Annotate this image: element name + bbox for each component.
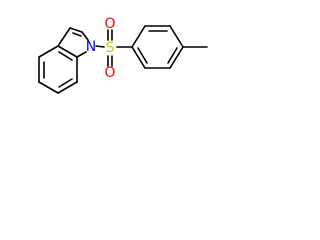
bond-c3-c2: [69, 27, 83, 33]
atom-nitrogen: N: [86, 39, 96, 55]
bond-t1-t2: [131, 25, 146, 48]
bond-t4-t5: [169, 46, 184, 69]
tolyl-ring: [131, 25, 184, 69]
bond-c2-n1: [81, 31, 89, 41]
double-bond-t6-t1: [137, 47, 148, 64]
benzene-ring-indole: [38, 45, 78, 94]
atom-sulfur: S: [106, 40, 115, 56]
bond-n1-s: [95, 45, 105, 48]
structure-canvas: N S O O: [0, 0, 235, 128]
double-bond-t4-t5: [167, 47, 178, 64]
bond-c3a-c4: [38, 45, 59, 58]
atom-oxygen-top: O: [104, 16, 115, 32]
double-bond-c3-c2: [72, 32, 82, 37]
bond-n1-c7a: [76, 51, 87, 58]
bond-c3a-c3: [57, 27, 71, 47]
double-bond-c7a-c3a: [58, 51, 73, 61]
pyrrole-ring-indole: [57, 27, 89, 58]
bond-t3-t4: [169, 25, 184, 48]
atom-oxygen-bottom: O: [104, 65, 115, 81]
bond-c7a-c3a: [57, 45, 78, 58]
indole-tosyl-structure: N S O O: [38, 16, 208, 94]
bond-c6-c7: [57, 81, 78, 94]
double-bond-c6-c7: [58, 78, 73, 88]
bond-c5-c6: [38, 81, 59, 94]
sulfonyl-bonds: [107, 29, 113, 67]
bond-t6-t1: [131, 46, 146, 69]
